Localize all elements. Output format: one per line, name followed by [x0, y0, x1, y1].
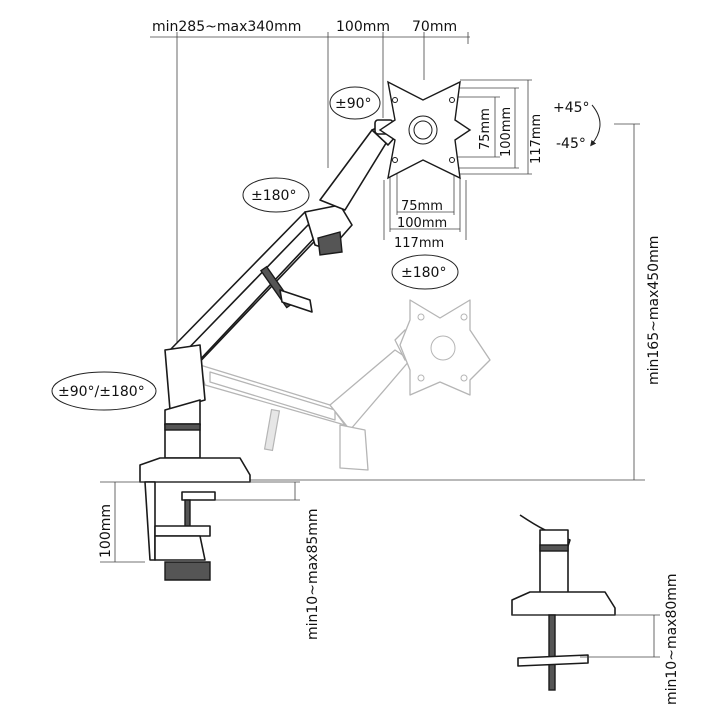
arm-ghost-lowered-position [199, 299, 491, 471]
base-swivel-label: ±90°/±180° [58, 384, 145, 400]
vesa-v-75-label: 75mm [478, 108, 493, 150]
forearm-swivel-label: ±180° [251, 188, 296, 204]
vesa-plate [378, 80, 472, 180]
vesa-h-75-label: 75mm [401, 199, 443, 214]
grommet-thickness-label: min10~max80mm [664, 573, 680, 705]
vesa-v-117-label: 117mm [529, 114, 544, 164]
height-range-label: min165~max450mm [646, 236, 662, 385]
tilt-up-label: +45° [553, 100, 590, 116]
clamp-height-label: 100mm [98, 504, 114, 558]
tilt-down-label: -45° [556, 136, 586, 152]
screen-rotate-label: ±180° [401, 265, 446, 281]
grommet-mount-inset [511, 514, 660, 691]
reach-range-label: min285~max340mm [152, 19, 301, 35]
top-dimension-lines [150, 32, 470, 352]
height-dimension [180, 123, 645, 481]
arm-main-raised-position [164, 119, 397, 459]
vesa-h-100-label: 100mm [397, 216, 447, 231]
head-offset-label: 70mm [412, 19, 457, 35]
vesa-v-100-label: 100mm [499, 107, 514, 157]
vesa-horizontal-dimensions [383, 170, 467, 240]
clamp-mount [100, 457, 300, 581]
vesa-h-117-label: 117mm [394, 236, 444, 251]
rotation-callouts [51, 86, 601, 411]
arm-offset-label: 100mm [336, 19, 390, 35]
head-swivel-label: ±90° [335, 96, 372, 112]
vesa-vertical-dimensions [440, 79, 532, 175]
clamp-thickness-label: min10~max85mm [305, 508, 321, 640]
